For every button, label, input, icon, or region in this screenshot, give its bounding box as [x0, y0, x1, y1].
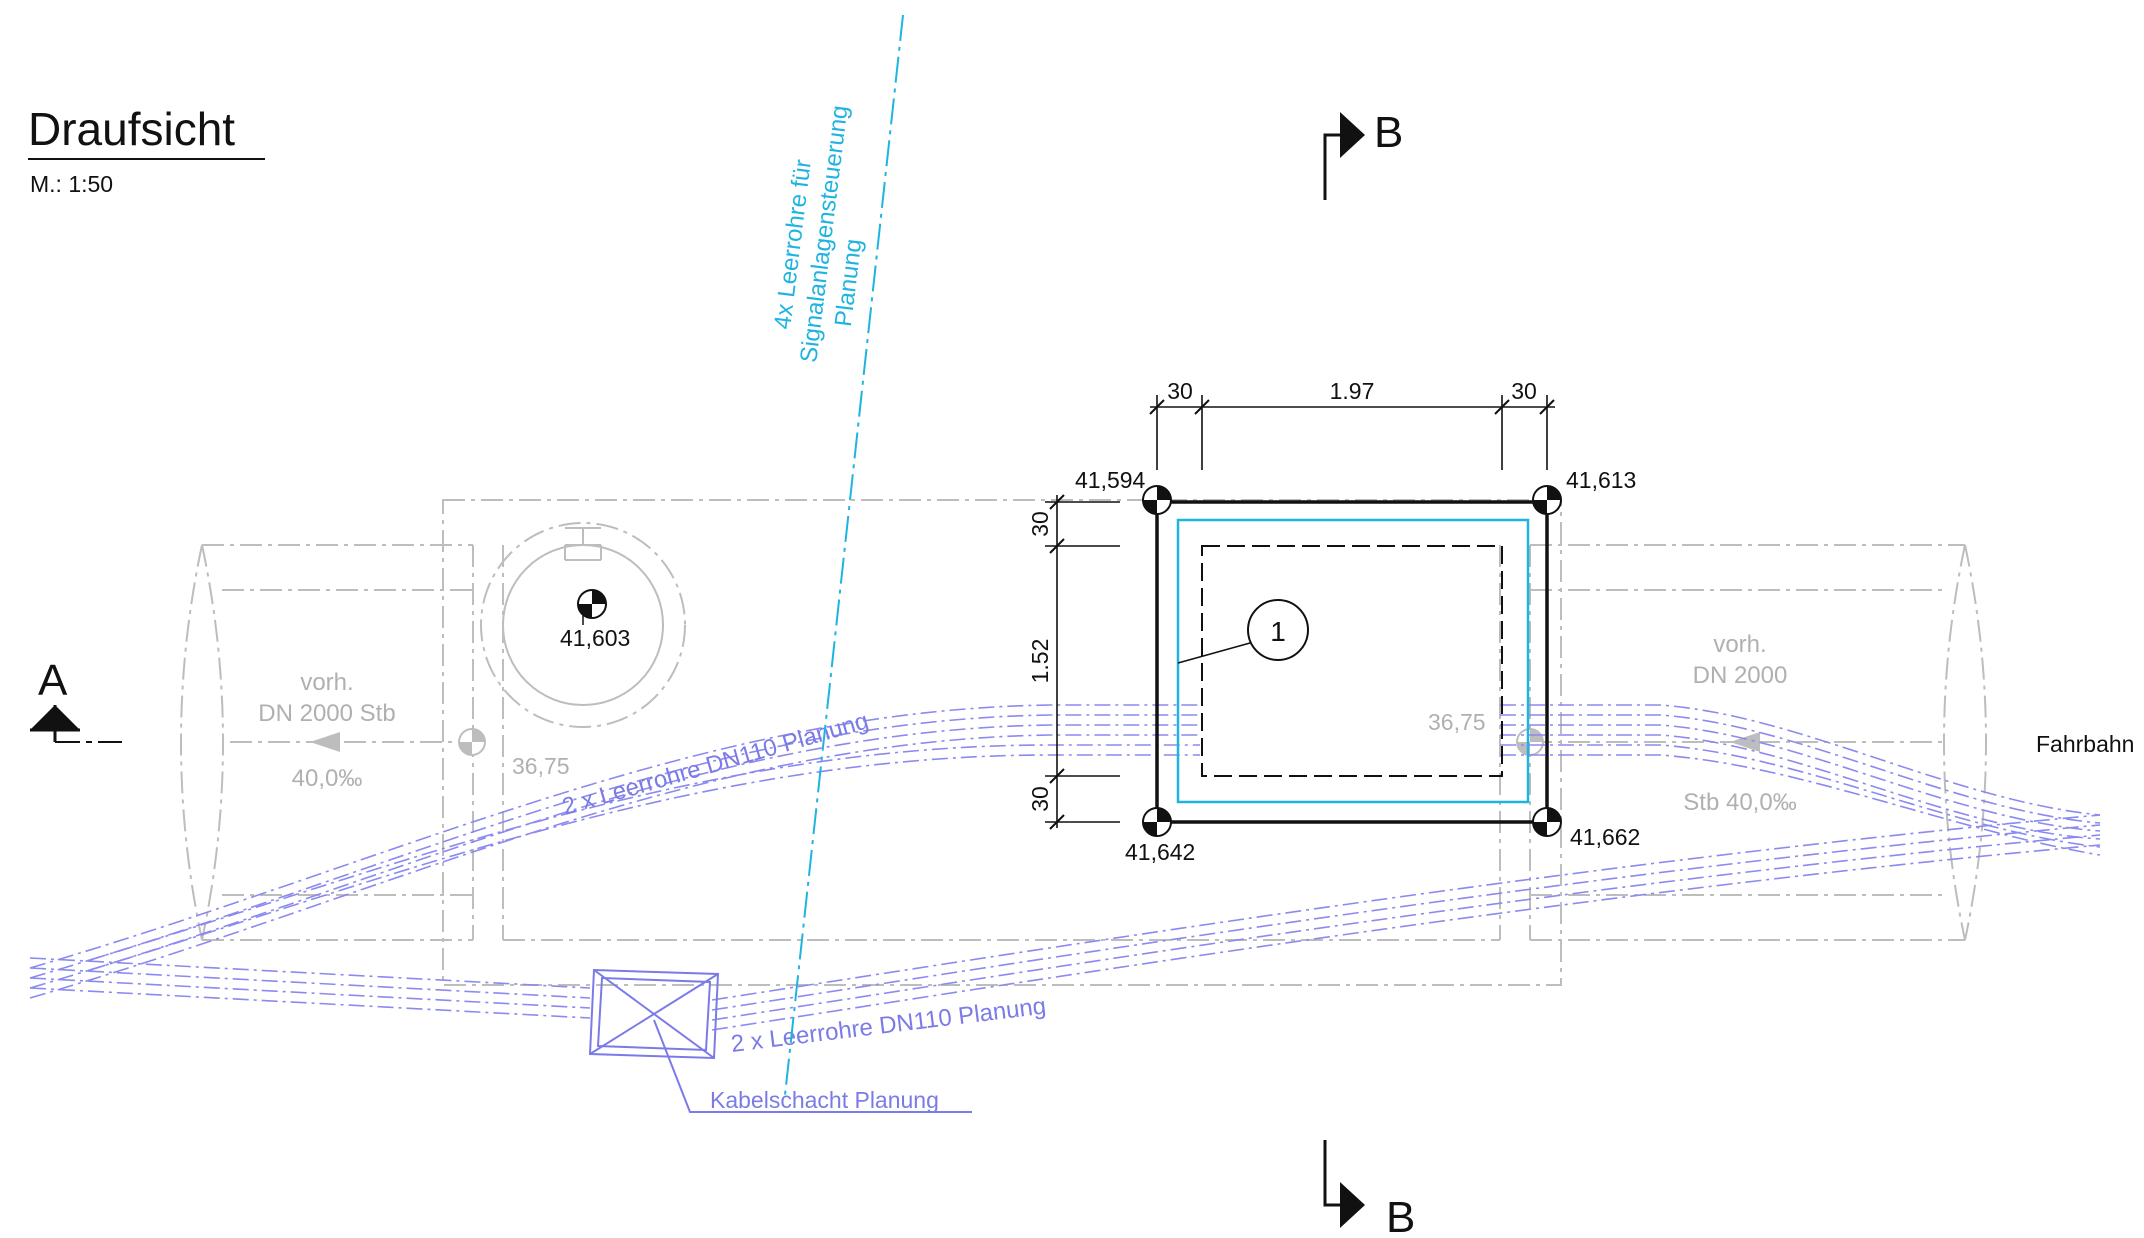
drawing-title: Draufsicht [28, 103, 235, 155]
dimension-left-top: 30 [1027, 511, 1053, 537]
flow-arrow-right [1730, 732, 1760, 752]
cable-shaft [588, 968, 720, 1060]
cable-shaft-label: Kabelschacht Planung [710, 1087, 939, 1113]
invert-level-left: 36,75 [512, 753, 570, 779]
existing-shaft-outline [442, 499, 1562, 986]
signal-conduit-label: 4x Leerrohre für Signalanlagensteuerung … [769, 104, 867, 364]
manhole-level-marker [577, 589, 607, 625]
dimension-top-right: 30 [1511, 378, 1537, 404]
section-marker-b-top: B [1323, 108, 1403, 200]
item-marker: 1 [1270, 616, 1286, 647]
conduit-upper-label: 2 x Leerrohre DN110 Planung [559, 707, 871, 820]
corner-marker-top-right [1532, 485, 1562, 515]
dimension-left-bottom: 30 [1027, 786, 1053, 812]
step-iron [564, 527, 602, 561]
corner-level-top-right: 41,613 [1566, 467, 1636, 493]
invert-marker-right [1516, 728, 1544, 756]
scale-label: M.: 1:50 [30, 171, 113, 197]
existing-structures: 36,75 36,75 vorh. DN 2000 Stb 40,0‰ vorh… [180, 499, 1987, 986]
corner-level-top-left: 41,594 [1075, 467, 1146, 493]
pipe-right-label-1: vorh. [1713, 631, 1766, 658]
new-shaft-cyan-outline [1176, 518, 1530, 804]
corner-level-bottom-right: 41,662 [1570, 824, 1640, 850]
signal-conduit-line [784, 14, 904, 1096]
dimension-left: 30 1.52 30 [1027, 494, 1120, 830]
section-marker-b-bottom: B [1323, 1140, 1415, 1238]
corner-level-bottom-left: 41,642 [1125, 839, 1195, 865]
pipe-right-label-2: DN 2000 [1693, 662, 1788, 689]
pipe-left-slope: 40,0‰ [292, 765, 363, 792]
existing-manhole-outer [480, 522, 686, 728]
item-marker-circle [1247, 599, 1309, 661]
new-shaft-outer-wall [1155, 500, 1549, 824]
existing-pipe-left [202, 544, 473, 941]
pipe-left-label-2: DN 2000 Stb [258, 700, 395, 727]
pipe-left-label-1: vorh. [300, 669, 353, 696]
section-a-label: A [38, 656, 68, 705]
corner-marker-top-left [1142, 485, 1172, 515]
manhole-level: 41,603 [560, 625, 630, 651]
invert-level-right: 36,75 [1428, 709, 1486, 735]
dimension-top: 30 1.97 30 [1149, 378, 1555, 470]
cable-shaft-leader [653, 1019, 972, 1113]
new-shaft: 1 41,594 41,613 41,642 41,662 [1075, 467, 1640, 865]
road-label: Fahrbahn [2036, 731, 2134, 757]
dimension-top-middle: 1.97 [1330, 378, 1375, 404]
new-shaft-inner-opening [1201, 545, 1503, 777]
dimension-left-middle: 1.52 [1027, 639, 1053, 684]
flow-arrow-left [310, 732, 340, 752]
pipe-right-slope: Stb 40,0‰ [1683, 789, 1796, 816]
corner-marker-bottom-right [1532, 807, 1562, 837]
section-b-bottom-label: B [1386, 1193, 1415, 1238]
corner-marker-bottom-left [1142, 807, 1172, 837]
section-marker-a: A [30, 656, 122, 743]
section-b-top-label: B [1374, 108, 1403, 157]
dimension-top-left: 30 [1167, 378, 1193, 404]
invert-marker-left [458, 728, 486, 756]
